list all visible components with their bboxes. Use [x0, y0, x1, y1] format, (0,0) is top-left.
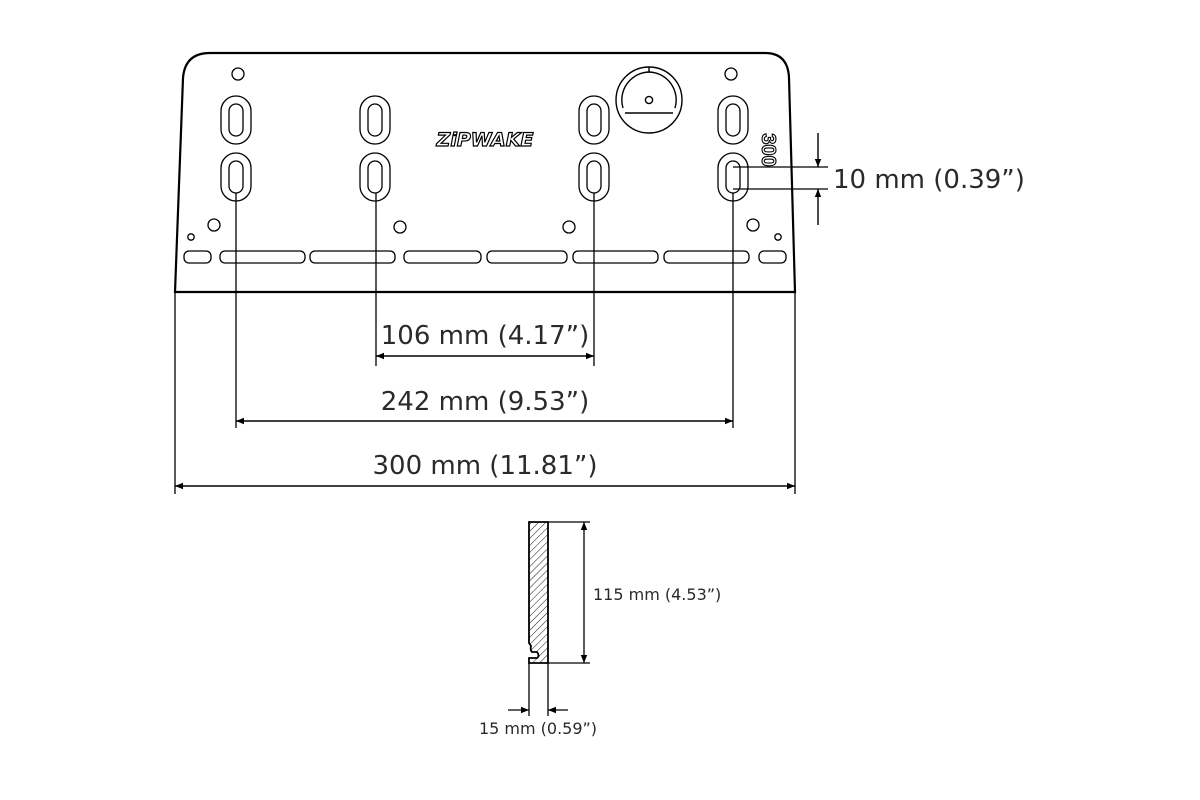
front-dimension-labels: 106 mm (4.17”) 242 mm (9.53”) 300 mm (11…: [373, 165, 1025, 481]
inner-spacing-label: 106 mm (4.17”): [381, 321, 589, 351]
height-label: 115 mm (4.53”): [593, 585, 721, 604]
dimension-arrows: [175, 133, 822, 490]
side-view-dimensions: [508, 521, 590, 716]
model-label: 300: [757, 133, 779, 166]
overall-width-label: 300 mm (11.81”): [373, 451, 598, 481]
bottom-slot-row: [183, 250, 787, 264]
outer-spacing-label: 242 mm (9.53”): [381, 387, 589, 417]
slot-pair-3: [578, 95, 610, 202]
side-dimension-labels: 115 mm (4.53”) 15 mm (0.59”): [479, 585, 721, 738]
front-view-plate: ZiPWAKE 300: [173, 51, 797, 294]
holes: [187, 67, 782, 241]
zipwake-logo: ZiPWAKE: [436, 129, 534, 151]
extension-lines: [174, 166, 828, 494]
slot-length-label: 10 mm (0.39”): [833, 165, 1025, 195]
side-view-profile: [528, 521, 549, 664]
slot-pair-2: [359, 95, 391, 202]
thickness-label: 15 mm (0.59”): [479, 719, 597, 738]
actuator-mount: [615, 66, 683, 134]
